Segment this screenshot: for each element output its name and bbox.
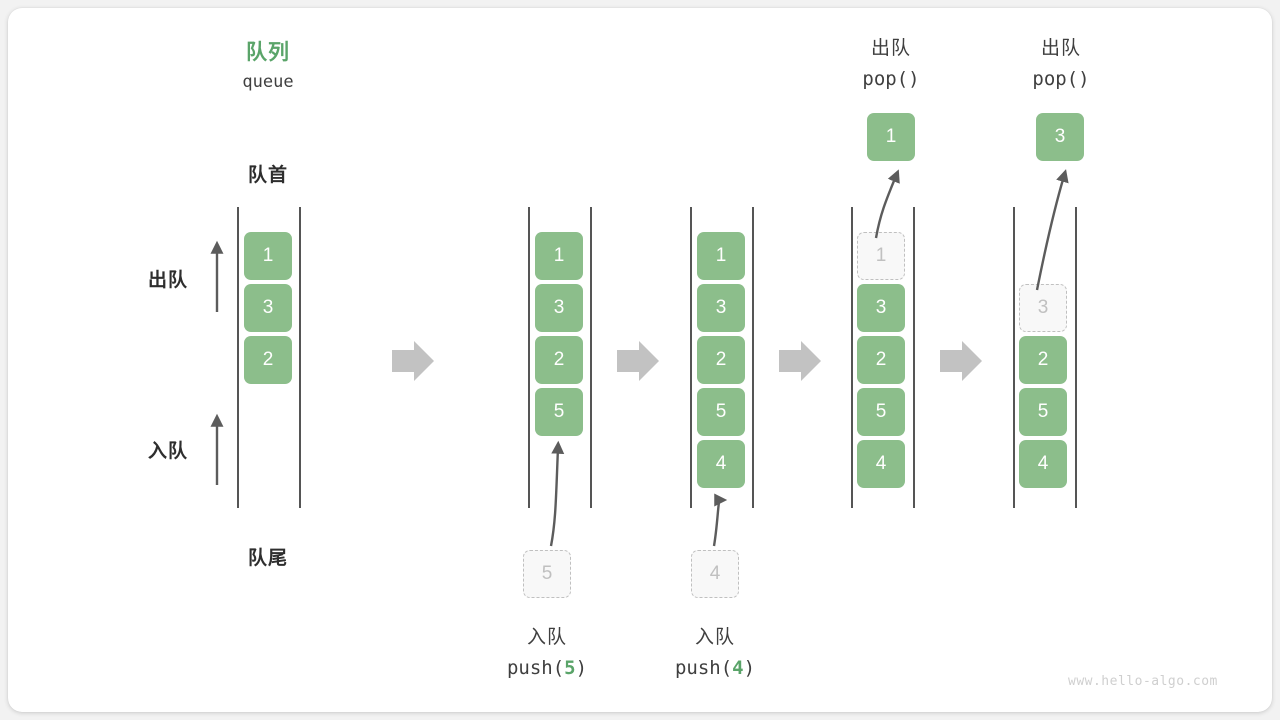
queue-rail-right (913, 207, 915, 508)
popped-node: 1 (867, 113, 915, 161)
queue-node: 5 (697, 388, 745, 436)
queue-rail-left (237, 207, 239, 508)
push-4-code-prefix: push( (674, 657, 733, 679)
diagram-title-cn: 队列 (246, 41, 290, 64)
queue-node: 4 (857, 440, 905, 488)
queue-rail-left (1013, 207, 1015, 508)
push-4-code-suffix: ) (743, 657, 756, 679)
vacated-ghost-node: 3 (1019, 284, 1067, 332)
queue-node: 4 (1019, 440, 1067, 488)
queue-node: 2 (697, 336, 745, 384)
popped-node: 3 (1036, 113, 1084, 161)
step-pop-1-caption-cn: 出队 (870, 38, 911, 59)
vacated-ghost-node: 1 (857, 232, 905, 280)
queue-node: 3 (244, 284, 292, 332)
queue-node: 3 (857, 284, 905, 332)
enqueue-direction-label: 入队 (148, 441, 189, 462)
step-push-5-caption-code: push(5) (487, 657, 607, 679)
queue-node: 5 (1019, 388, 1067, 436)
queue-node: 2 (535, 336, 583, 384)
queue-rail-left (690, 207, 692, 508)
queue-node: 3 (535, 284, 583, 332)
diagram-card (8, 8, 1272, 712)
incoming-ghost-node: 4 (691, 550, 739, 598)
queue-rail-right (590, 207, 592, 508)
push-4-code-arg: 4 (732, 657, 744, 679)
step-push-5-caption-cn: 入队 (526, 627, 567, 648)
queue-rail-right (299, 207, 301, 508)
queue-node: 5 (857, 388, 905, 436)
queue-node: 3 (697, 284, 745, 332)
pop-1-code-suffix: ) (908, 68, 920, 90)
queue-node: 4 (697, 440, 745, 488)
queue-front-label: 队首 (247, 165, 288, 186)
queue-rail-right (752, 207, 754, 508)
step-pop-3-caption-cn: 出队 (1040, 38, 1081, 59)
push-5-code-prefix: push( (506, 657, 565, 679)
push-5-code-suffix: ) (575, 657, 588, 679)
step-pop-3-caption-code: pop() (1011, 68, 1111, 90)
queue-node: 2 (857, 336, 905, 384)
queue-node: 1 (697, 232, 745, 280)
diagram-title-en: queue (242, 72, 294, 92)
queue-rail-left (851, 207, 853, 508)
queue-node: 5 (535, 388, 583, 436)
pop-3-code-prefix: pop( (1032, 68, 1079, 90)
pop-1-code-prefix: pop( (862, 68, 909, 90)
incoming-ghost-node: 5 (523, 550, 571, 598)
queue-rail-left (528, 207, 530, 508)
queue-node: 2 (1019, 336, 1067, 384)
queue-node: 1 (244, 232, 292, 280)
pop-3-code-suffix: ) (1078, 68, 1090, 90)
step-pop-1-caption-code: pop() (841, 68, 941, 90)
step-push-4-caption-code: push(4) (655, 657, 775, 679)
push-5-code-arg: 5 (564, 657, 576, 679)
queue-rail-right (1075, 207, 1077, 508)
queue-node: 1 (535, 232, 583, 280)
dequeue-direction-label: 出队 (148, 270, 189, 291)
watermark: www.hello-algo.com (1068, 674, 1218, 689)
queue-node: 2 (244, 336, 292, 384)
step-push-4-caption-cn: 入队 (694, 627, 735, 648)
queue-rear-label: 队尾 (247, 548, 288, 569)
